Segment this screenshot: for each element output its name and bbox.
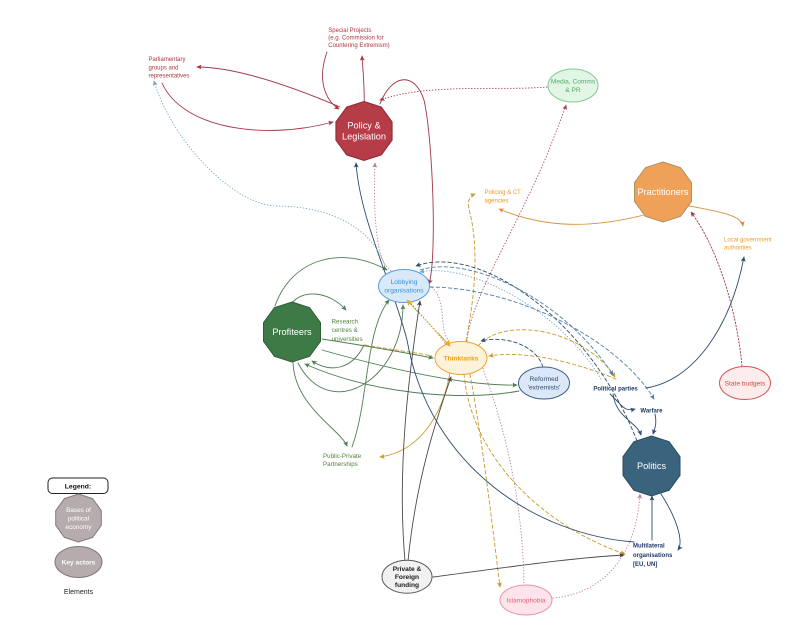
svg-text:Policing & CT: Policing & CT <box>485 190 522 196</box>
svg-text:Partnerships: Partnerships <box>323 461 358 468</box>
svg-text:funding: funding <box>395 582 419 589</box>
svg-text:economy: economy <box>66 524 93 531</box>
svg-text:Media, Comms: Media, Comms <box>551 79 596 86</box>
svg-text:Elements: Elements <box>64 589 94 596</box>
svg-text:authorities: authorities <box>724 246 752 252</box>
svg-text:Public-Private: Public-Private <box>323 453 362 460</box>
svg-text:Private &: Private & <box>393 566 422 573</box>
svg-text:Politics: Politics <box>637 461 667 471</box>
svg-text:Political parties: Political parties <box>593 387 638 393</box>
svg-text:Legislation: Legislation <box>342 132 386 142</box>
svg-text:Legend:: Legend: <box>65 483 91 490</box>
svg-text:Profiteers: Profiteers <box>272 327 312 337</box>
svg-text:universities: universities <box>332 336 363 343</box>
svg-text:Lobbying: Lobbying <box>391 279 418 286</box>
svg-text:representatives: representatives <box>149 74 190 80</box>
svg-text:organisations: organisations <box>384 287 424 294</box>
svg-text:(e.g. Commission for: (e.g. Commission for <box>328 35 383 41</box>
svg-text:groups and: groups and <box>149 65 179 71</box>
svg-text:Key actors: Key actors <box>62 559 96 566</box>
svg-text:political: political <box>68 515 89 522</box>
svg-text:Parliamentary: Parliamentary <box>149 57 186 63</box>
svg-text:Multilateral: Multilateral <box>633 544 665 550</box>
svg-text:Countering Extremism): Countering Extremism) <box>328 43 389 49</box>
svg-text:Thinktanks: Thinktanks <box>444 355 479 362</box>
svg-text:Local government: Local government <box>724 238 772 244</box>
svg-text:centres &: centres & <box>332 327 359 334</box>
svg-text:Special Projects: Special Projects <box>328 28 371 34</box>
svg-text:Policy &: Policy & <box>347 121 380 131</box>
svg-text:organisations: organisations <box>633 553 673 559</box>
svg-text:& PR: & PR <box>565 87 581 94</box>
svg-text:Research: Research <box>332 318 359 325</box>
svg-text:Islamophobia: Islamophobia <box>506 597 546 604</box>
svg-text:agencies: agencies <box>485 198 509 204</box>
svg-text:State budgets: State budgets <box>725 380 766 387</box>
svg-text:Reformed: Reformed <box>530 376 559 383</box>
svg-text:[EU, UN]: [EU, UN] <box>633 562 657 568</box>
svg-text:'extremists': 'extremists' <box>528 384 561 391</box>
svg-text:Foreign: Foreign <box>395 574 419 581</box>
svg-text:Bases of: Bases of <box>66 507 91 514</box>
svg-text:Practitioners: Practitioners <box>637 187 688 197</box>
svg-text:Warfare: Warfare <box>640 408 663 414</box>
